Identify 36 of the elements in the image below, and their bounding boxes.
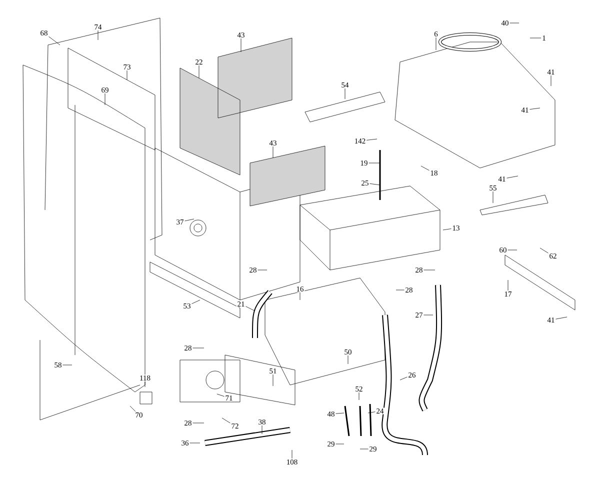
leader-line [400,376,408,380]
leader-line [506,176,518,178]
leader-line [420,166,430,171]
leader-line [246,306,256,312]
leader-line [540,248,548,254]
leader-line [424,314,434,316]
leader-line [358,392,360,400]
leader-line [360,448,368,450]
leader-line [190,442,200,444]
leader-line [510,22,520,24]
leader-line [336,412,344,414]
leader-line [272,374,274,386]
leader-line [192,422,204,424]
leader-line [62,364,72,366]
leader-line [198,65,200,78]
leader-line [192,300,200,304]
leader-line [368,412,376,414]
leader-line [492,191,494,204]
leader-line [368,162,380,164]
leader-line [48,36,60,46]
leader-line [344,88,346,100]
leader-line [272,146,274,158]
leader-line [556,316,568,320]
leader-line [144,381,146,388]
leader-line [222,418,230,424]
leader-line [366,138,378,140]
leader-line [530,108,540,110]
leader-line [550,75,552,86]
leader-line [240,38,242,52]
leader-line [370,183,380,186]
leader-line [130,406,136,412]
leader-line [126,70,128,80]
leader-line [442,228,452,230]
leader-line [104,93,106,106]
leader-line [216,394,224,397]
leader-line [184,218,194,222]
